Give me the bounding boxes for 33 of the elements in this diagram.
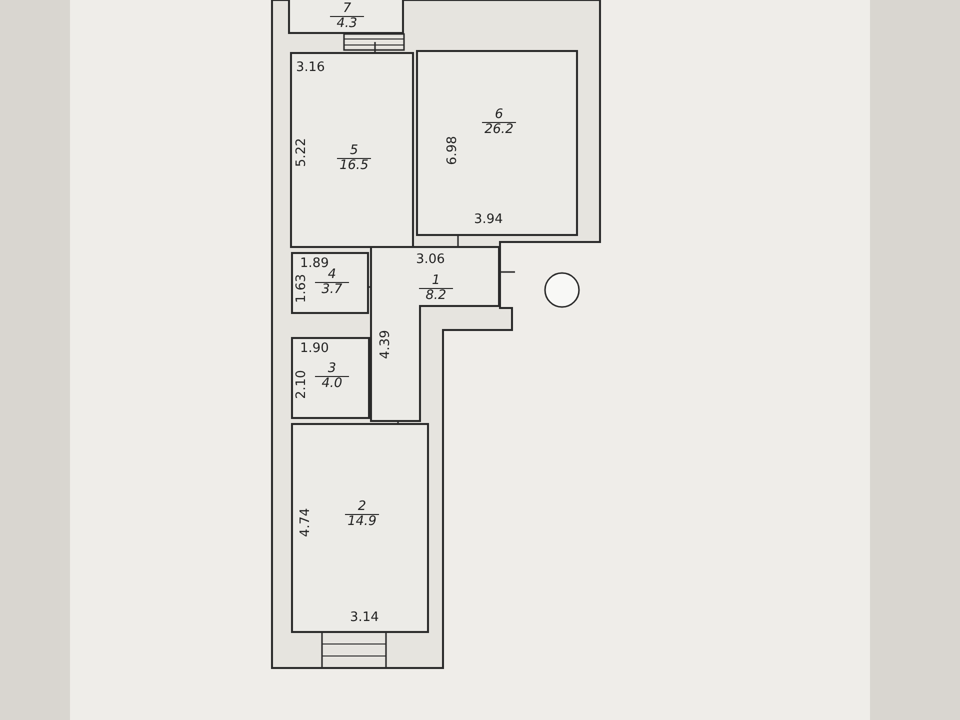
room-area: 16.5 [329,159,379,174]
room-area: 3.7 [307,283,357,298]
room-number: 5 [337,144,371,160]
room-number: 3 [315,362,349,378]
room-number: 6 [482,108,516,124]
dimension-label: 3.06 [416,252,445,267]
dimension-label: 3.14 [350,610,379,625]
dimension-label: 1.89 [300,256,329,271]
room [291,423,429,633]
dimension-label: 2.10 [294,370,309,399]
dimension-label: 5.22 [294,138,309,167]
dimension-label: 3.94 [474,212,503,227]
room-area: 8.2 [411,289,461,304]
room [416,50,578,236]
room [291,337,370,419]
dimension-label: 1.90 [300,341,329,356]
room-area: 26.2 [474,123,524,138]
room-number: 2 [345,500,379,516]
dimension-label: 3.16 [296,60,325,75]
room [291,252,369,314]
room [370,246,500,422]
room [290,52,414,248]
dimension-label: 4.39 [378,330,393,359]
dimension-label: 6.98 [445,136,460,165]
room-number: 7 [330,2,364,18]
room-area: 14.9 [337,515,387,530]
room-number: 1 [419,274,453,290]
dimension-label: 1.63 [294,274,309,303]
room-area: 4.3 [322,17,372,32]
dimension-label: 4.74 [298,508,313,537]
room-area: 4.0 [307,377,357,392]
room [288,0,404,34]
room-number: 4 [315,268,349,284]
